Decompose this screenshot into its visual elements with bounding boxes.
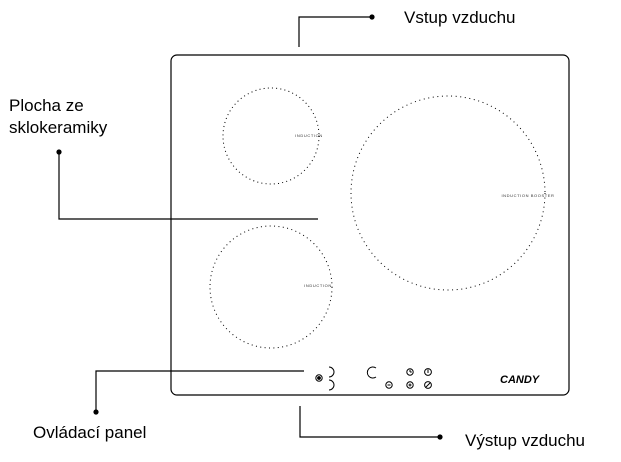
on-off-icon [424,368,432,376]
leader-lines [58,16,440,438]
label-glass-surface-line1: Plocha ze [9,96,84,115]
minus-icon [385,381,393,389]
dot-control-panel [93,409,99,415]
label-glass-surface-line2: sklokeramiky [9,118,108,137]
hob-outline [170,54,570,396]
label-control-panel: Ovládací panel [33,423,147,442]
slider-arc-upper-icon [328,366,335,378]
leader-glass-surface [58,152,318,220]
dot-glass-surface [56,149,62,155]
cooking-zone-top-left [222,87,320,185]
label-air-outlet: Výstup vzduchu [465,431,586,450]
zone-label-bottom-left: INDUCTION [304,283,332,288]
brand-logo: CANDY [500,374,541,386]
plus-icon [406,381,414,389]
lock-icon [424,381,432,389]
cooking-zone-right [350,95,546,291]
power-button-icon [315,374,323,382]
zone-label-top-left: INDUCTION [295,133,323,138]
zone-label-right: INDUCTION BOOSTER [501,193,554,198]
leader-control-panel [95,370,304,412]
zone-select-icon [366,366,377,379]
label-air-inlet: Vstup vzduchu [404,8,516,27]
dot-air-inlet [369,14,375,20]
slider-arc-lower-icon [328,379,335,391]
dot-air-outlet [437,434,443,440]
control-panel [315,366,432,391]
leader-air-outlet [299,406,440,438]
leader-air-inlet [298,16,372,47]
cooking-zone-bottom-left [209,225,333,349]
timer-icon [406,368,414,376]
